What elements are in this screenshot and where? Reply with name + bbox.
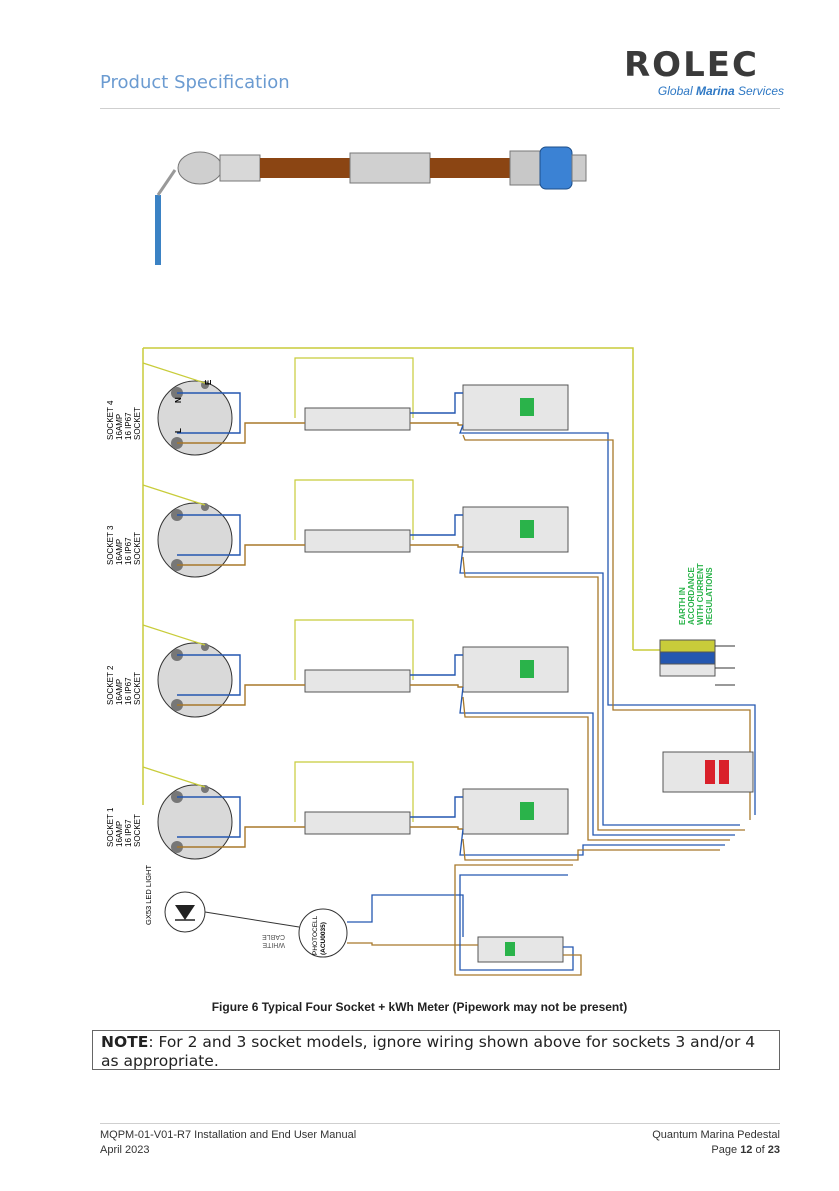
photocell-label: PHOTOCELL (ACU0035) [312,914,327,955]
socket-row-1 [142,761,569,860]
footer-product: Quantum Marina Pedestal [652,1129,780,1141]
earth-regulations-note: EARTH IN ACCORDANCE WITH CURRENT REGULAT… [678,561,714,625]
socket-2-label: SOCKET 2 16AMP 16 IP67 SOCKET [106,663,142,705]
note-box: NOTE: For 2 and 3 socket models, ignore … [92,1030,780,1070]
socket-row-2 [142,619,569,718]
note-text: : For 2 and 3 socket models, ignore wiri… [101,1033,756,1070]
wiring-diagram: SOCKET 4 16AMP 16 IP67 SOCKET SOCKET 3 1… [106,146,756,976]
socket-4-label: SOCKET 4 16AMP 16 IP67 SOCKET [106,398,142,440]
socket-3-label: SOCKET 3 16AMP 16 IP67 SOCKET [106,523,142,565]
footer-date: April 2023 [100,1144,150,1156]
logo-tagline: Global Marina Services [657,84,784,98]
terminal-e-label-4: E [204,379,213,385]
supply-feed-wires [459,424,756,861]
socket-row-3 [142,479,569,578]
logo-wordmark: ROLEC [624,45,759,85]
pipework-illustration [155,146,587,265]
led-light-label: GX53 LED LIGHT [144,865,153,925]
white-cable-label: WHITE CABLE [260,933,285,948]
main-isolator [662,751,754,793]
earth-terminal-block [659,639,735,686]
socket-1-label: SOCKET 1 16AMP 16 IP67 SOCKET [106,805,142,847]
lighting-circuit [164,864,582,976]
earth-bus-wire [143,347,634,650]
rolec-logo: ROLEC Global Marina Services [624,45,784,98]
figure-caption: Figure 6 Typical Four Socket + kWh Meter… [211,1000,628,1014]
footer-right: Quantum Marina Pedestal Page 12 of 23 [652,1128,780,1158]
footer-divider [100,1123,780,1124]
terminal-l-label-4: L [174,428,183,433]
footer-left: MQPM-01-V01-R7 Installation and End User… [100,1128,356,1158]
socket-row-4 [142,357,569,456]
page-header-title: Product Specification [100,72,290,93]
footer-page-number: Page 12 of 23 [711,1144,780,1156]
terminal-n-label-4: N [174,397,183,403]
header-divider [100,108,780,109]
note-label: NOTE [101,1033,149,1051]
footer-doc-title: MQPM-01-V01-R7 Installation and End User… [100,1129,357,1141]
